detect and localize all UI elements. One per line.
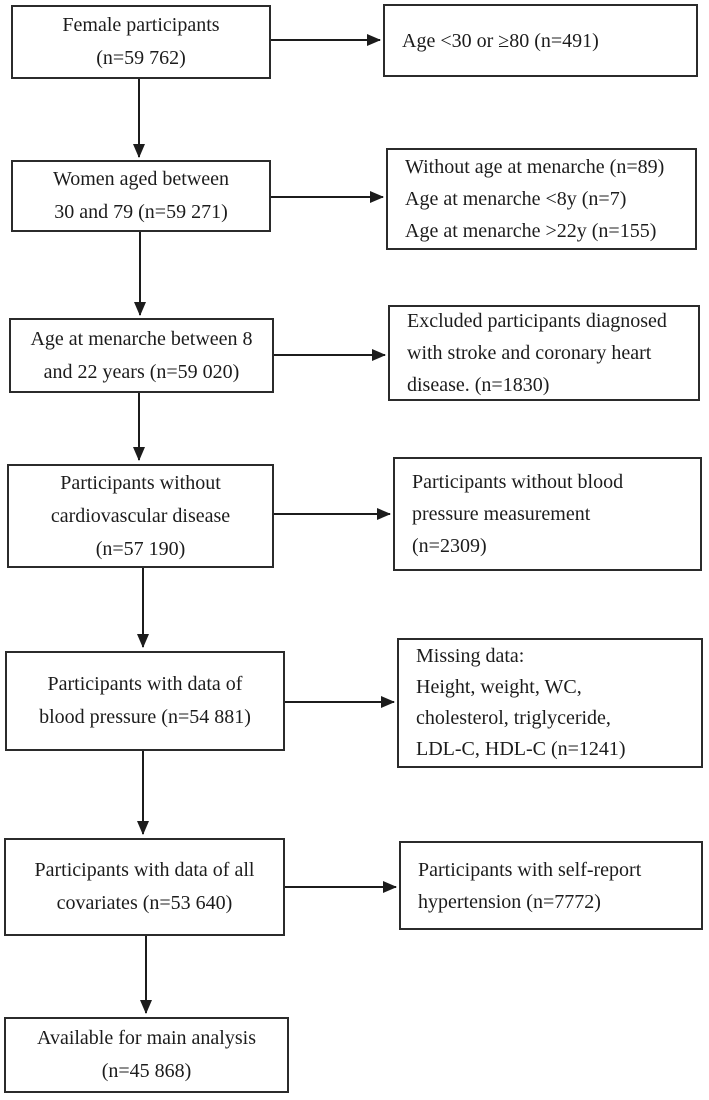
flow-box-without-cvd: Participants without cardiovascular dise… xyxy=(7,464,274,568)
exclusion-box-text: hypertension (n=7772) xyxy=(418,890,601,913)
exclusion-box-age: Age <30 or ≥80 (n=491) xyxy=(383,4,698,77)
flow-box-with-all-covariates: Participants with data of all covariates… xyxy=(4,838,285,936)
exclusion-box-text: cholesterol, triglyceride, xyxy=(416,707,611,729)
flow-box-text: (n=45 868) xyxy=(101,1060,192,1082)
flow-box-text: (n=57 190) xyxy=(95,537,186,560)
exclusion-box-text: with stroke and coronary heart xyxy=(407,342,652,364)
exclusion-box-text: Age at menarche <8y (n=7) xyxy=(405,188,627,210)
flow-box-main-analysis: Available for main analysis (n=45 868) xyxy=(4,1017,289,1093)
flow-box-text: Women aged between xyxy=(52,168,230,190)
flow-box-with-bp-data: Participants with data of blood pressure… xyxy=(5,651,285,751)
exclusion-box-text: Age at menarche >22y (n=155) xyxy=(405,220,657,242)
exclusion-box-text: Missing data: xyxy=(416,645,525,667)
exclusion-box-text: LDL-C, HDL-C (n=1241) xyxy=(416,738,626,760)
flow-box-text: blood pressure (n=54 881) xyxy=(39,706,251,728)
flow-box-text: cardiovascular disease xyxy=(50,504,231,527)
flow-box-text: Participants with data of all xyxy=(34,859,255,881)
flow-box-text: Available for main analysis xyxy=(36,1027,256,1049)
flow-box-text: Female participants xyxy=(62,14,220,36)
exclusion-box-text: pressure measurement xyxy=(412,503,591,525)
exclusion-box-text: disease. (n=1830) xyxy=(407,374,550,396)
exclusion-box-text: Excluded participants diagnosed xyxy=(407,310,667,332)
exclusion-box-text: Height, weight, WC, xyxy=(416,676,582,698)
exclusion-box-missing-data: Missing data: Height, weight, WC, choles… xyxy=(397,638,703,768)
exclusion-box-text: Without age at menarche (n=89) xyxy=(405,156,665,178)
exclusion-box-menarche: Without age at menarche (n=89) Age at me… xyxy=(386,148,697,250)
exclusion-box-text: Age <30 or ≥80 (n=491) xyxy=(402,29,599,52)
flow-box-menarche-8-22: Age at menarche between 8 and 22 years (… xyxy=(9,318,274,393)
flow-box-text: covariates (n=53 640) xyxy=(56,892,233,914)
flow-box-women-aged-30-79: Women aged between 30 and 79 (n=59 271) xyxy=(11,160,271,232)
flow-box-text: Participants without xyxy=(60,471,221,494)
flow-box-text: Age at menarche between 8 xyxy=(30,327,253,350)
exclusion-box-text: (n=2309) xyxy=(412,535,487,557)
exclusion-box-text: Participants with self-report xyxy=(418,858,642,881)
flow-box-text: 30 and 79 (n=59 271) xyxy=(54,201,228,223)
flow-box-female-participants: Female participants (n=59 762) xyxy=(11,5,271,79)
exclusion-box-text: Participants without blood xyxy=(412,471,624,493)
exclusion-box-cvd: Excluded participants diagnosed with str… xyxy=(388,305,700,401)
flow-box-text: (n=59 762) xyxy=(96,47,186,69)
flow-box-text: Participants with data of xyxy=(47,673,243,695)
exclusion-box-no-bp: Participants without blood pressure meas… xyxy=(393,457,702,571)
flow-box-text: and 22 years (n=59 020) xyxy=(43,360,240,383)
exclusion-box-self-report-hypertension: Participants with self-report hypertensi… xyxy=(399,841,703,930)
